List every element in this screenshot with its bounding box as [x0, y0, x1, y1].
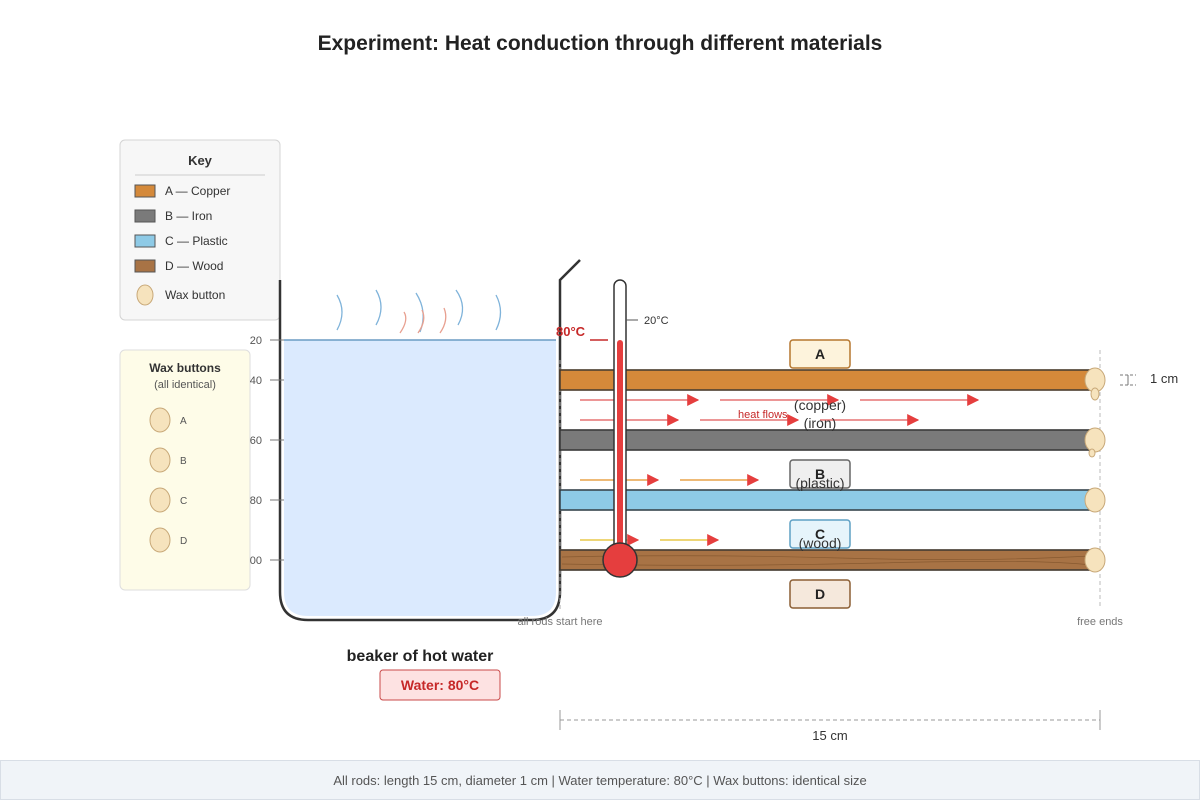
thermometer-bulb — [602, 542, 638, 578]
beaker-scale: 20 40 60 80 00 — [250, 335, 284, 567]
rod-badge-d — [789, 579, 851, 609]
water-temp-badge-text: Water: 80°C — [401, 677, 479, 693]
start-label: all rods start here — [518, 616, 603, 628]
scale-label-80: 80 — [250, 495, 262, 507]
thermometer: 20°C 80°C — [556, 279, 669, 578]
key-label-wax: Wax button — [165, 288, 225, 302]
rod-copper — [559, 369, 1093, 391]
wood-grain — [561, 555, 1091, 566]
diameter-indicator: 1 cm — [1120, 371, 1178, 386]
wax-panel-title: Wax buttons — [149, 361, 221, 375]
key-label-iron: B — Iron — [165, 209, 212, 223]
scale-label-60: 60 — [250, 435, 262, 447]
key-swatch-iron — [134, 209, 156, 223]
wax-button-icon — [149, 527, 171, 553]
wax-panel-subtitle: (all identical) — [154, 379, 216, 391]
rod-letter-b: B — [815, 466, 825, 482]
key-swatch-copper — [134, 184, 156, 198]
wax-panel: Wax buttons (all identical) A B C D — [119, 349, 251, 591]
key-title: Key — [188, 153, 213, 168]
key-label-plastic: C — Plastic — [165, 234, 228, 248]
wax-panel-box — [119, 349, 251, 591]
wax-panel-button-d: D — [149, 527, 187, 553]
beaker-label: beaker of hot water — [347, 648, 494, 665]
rod-letter-badges: A B C D — [789, 339, 851, 609]
thermometer-reading: 80°C — [556, 324, 586, 339]
wax-panel-button-c: C — [149, 487, 187, 513]
thermometer-mercury — [617, 340, 623, 558]
footer-summary: All rods: length 15 cm, diameter 1 cm | … — [0, 760, 1200, 800]
rod-end-wax-buttons — [1084, 367, 1106, 573]
wax-button-icon — [1084, 547, 1106, 573]
wax-panel-label-d: D — [180, 536, 187, 547]
beaker: 20 40 60 80 00 beaker of hot water Water… — [250, 259, 581, 701]
scale-label-20: 20 — [250, 335, 262, 347]
wax-panel-button-b: B — [149, 447, 187, 473]
wax-drip-icon — [1088, 448, 1096, 458]
rod-material-copper: (copper) — [794, 397, 846, 413]
rod-letter-a: A — [815, 346, 825, 362]
page-title: Experiment: Heat conduction through diff… — [318, 32, 883, 55]
wax-panel-label-c: C — [180, 496, 187, 507]
water-temp-badge — [379, 669, 501, 701]
wax-button-icon — [1084, 427, 1106, 453]
rod-letter-d: D — [815, 586, 825, 602]
key-panel-box — [119, 139, 281, 321]
end-label: free ends — [1077, 616, 1123, 628]
key-label-copper: A — Copper — [165, 184, 230, 198]
thermometer-top-label: 20°C — [644, 315, 669, 327]
rod-letter-c: C — [815, 526, 825, 542]
rod-material-wood: (wood) — [799, 535, 842, 551]
wax-button-icon — [149, 487, 171, 513]
wax-panel-button-a: A — [149, 407, 187, 433]
key-swatch-wood — [134, 259, 156, 273]
key-wax-button-icon — [136, 284, 154, 306]
beaker-water — [284, 340, 556, 616]
scale-label-100: 00 — [250, 555, 262, 567]
length-dimension: 15 cm — [559, 710, 1101, 743]
wax-panel-label-b: B — [180, 456, 187, 467]
rod-badge-c — [789, 519, 851, 549]
wax-button-icon — [1084, 487, 1106, 513]
wax-button-icon — [149, 447, 171, 473]
length-label: 15 cm — [812, 728, 847, 743]
rod-badge-a — [789, 339, 851, 369]
wax-button-icon — [149, 407, 171, 433]
rod-material-plastic: (plastic) — [795, 475, 844, 491]
rod-material-iron: (iron) — [804, 415, 837, 431]
key-swatch-plastic — [134, 234, 156, 248]
wax-panel-label-a: A — [180, 416, 187, 427]
scale-label-40: 40 — [250, 375, 262, 387]
rod-plastic — [559, 489, 1093, 511]
rod-badge-b — [789, 459, 851, 489]
steam-icon — [336, 289, 502, 334]
key-panel: Key A — Copper B — Iron C — Plastic D — … — [119, 139, 281, 321]
diameter-label: 1 cm — [1150, 371, 1178, 386]
rods — [559, 369, 1093, 571]
rod-iron — [559, 429, 1093, 451]
heat-flow-arrows — [580, 394, 980, 546]
key-label-wood: D — Wood — [165, 259, 223, 273]
heat-flow-label: heat flows — [738, 409, 788, 421]
rod-wood — [559, 549, 1093, 571]
wax-drip-icon — [1090, 387, 1100, 401]
